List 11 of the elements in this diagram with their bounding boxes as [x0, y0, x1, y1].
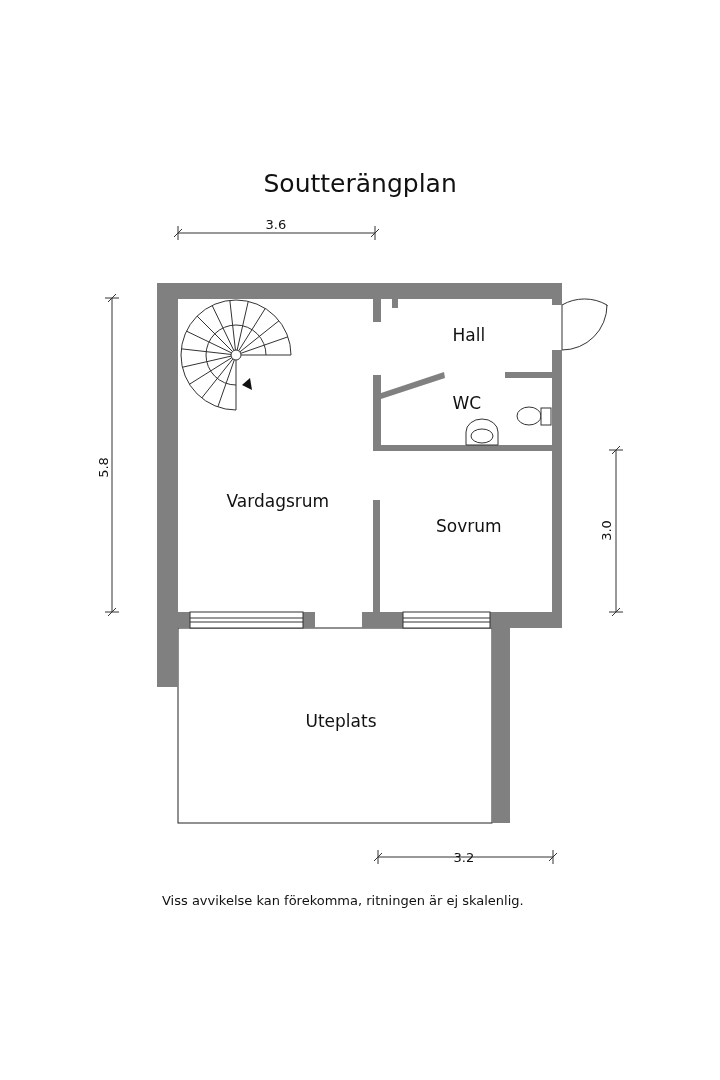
dimension-label: 3.0 [599, 519, 613, 541]
dimension-label: 3.2 [453, 850, 475, 864]
disclaimer-note: Viss avvikelse kan förekomma, ritningen är ej skalenlig. [162, 893, 524, 907]
room-label: WC [452, 394, 482, 412]
room-label: Vardagsrum [226, 492, 330, 510]
room-label: Uteplats [305, 712, 377, 730]
dimension-label: 5.8 [96, 456, 110, 478]
dimension-label: 3.6 [265, 217, 287, 231]
room-label: Sovrum [436, 517, 502, 535]
room-label: Hall [452, 326, 486, 344]
plan-title: Soutterängplan [263, 170, 457, 196]
